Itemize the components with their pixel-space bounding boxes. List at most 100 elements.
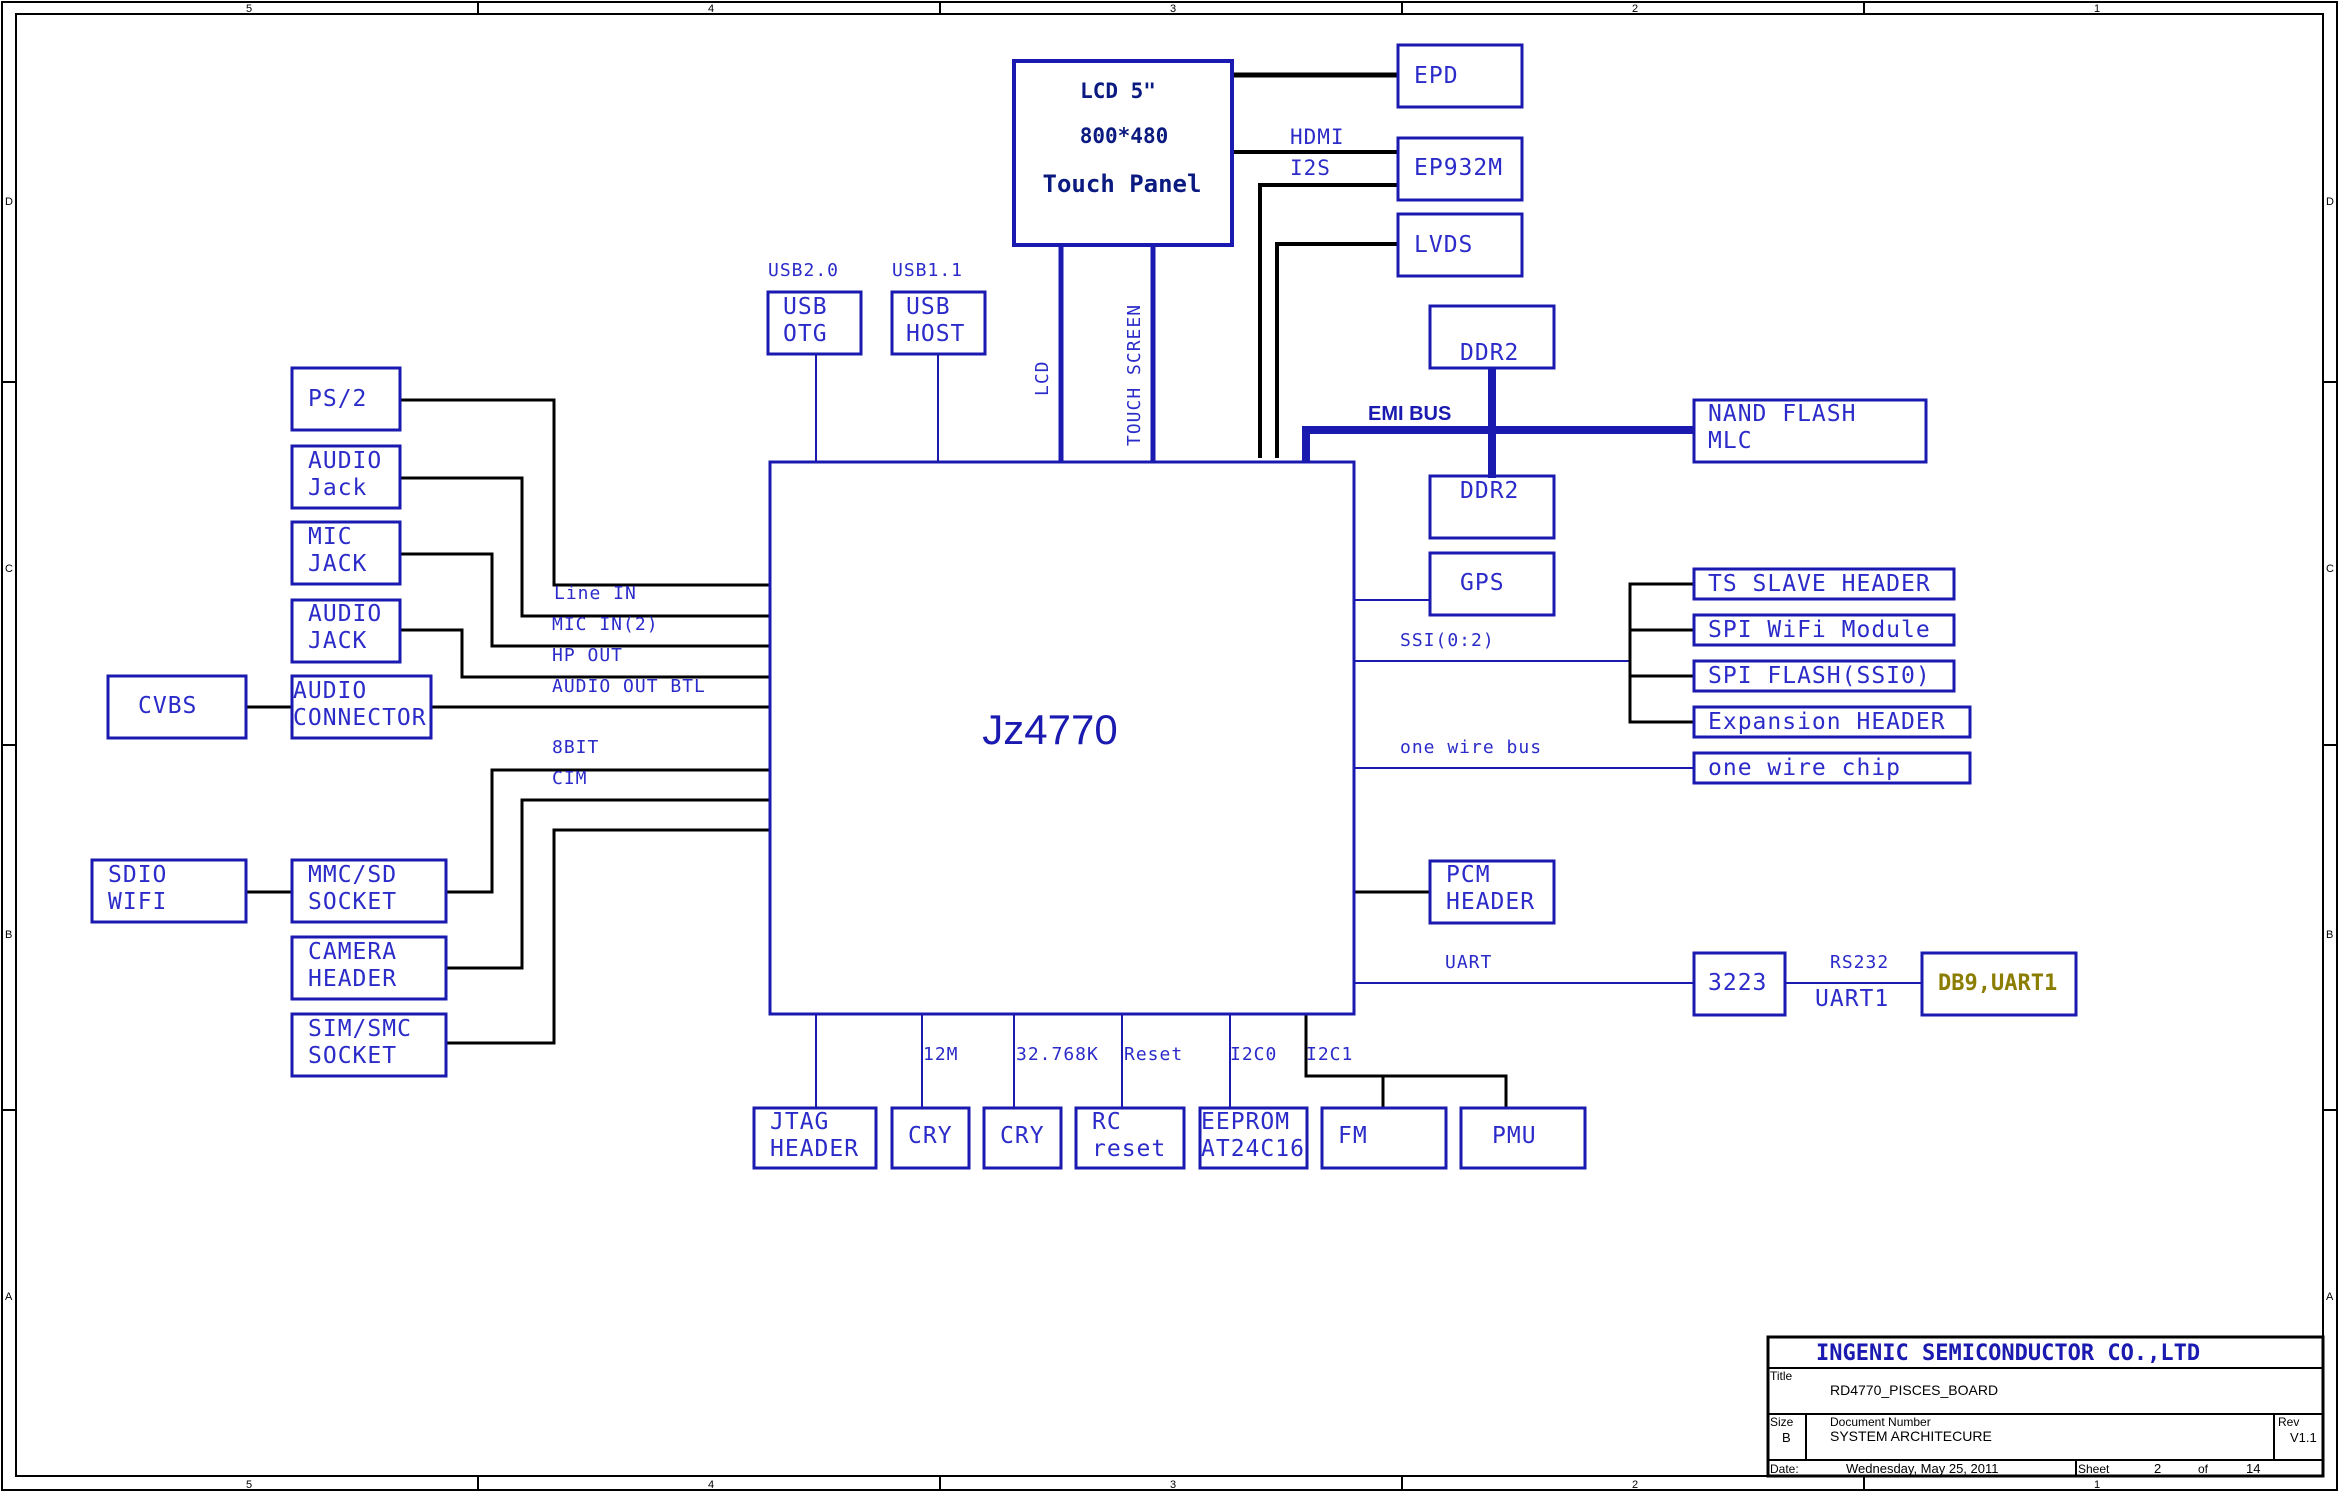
one-wire-chip-block (1692, 751, 1972, 785)
eeprom-line1: EEPROM (1201, 1109, 1290, 1135)
db9-label: DB9,UART1 (1938, 971, 2057, 996)
audio-jack-line1: AUDIO (308, 448, 382, 474)
wire-lvds (1275, 242, 1398, 458)
ssi-label: SSI(0:2) (1400, 630, 1495, 651)
ddr2-bottom-label: DDR2 (1460, 478, 1519, 504)
zone-left-a: A (5, 1291, 13, 1303)
zone-bottom-4: 4 (708, 1479, 714, 1491)
camera-header-block (290, 935, 448, 1001)
usb-host-type: USB1.1 (892, 260, 963, 281)
zone-bottom-2: 2 (1632, 1479, 1638, 1491)
ic3223-label: 3223 (1708, 970, 1767, 996)
mmc-line1: MMC/SD (308, 862, 397, 888)
pmu-block (1459, 1106, 1587, 1170)
ps2-label: PS/2 (308, 386, 367, 412)
expansion-header-block (1692, 705, 1972, 739)
wire-mic-jack (400, 552, 770, 648)
emi-bus-label: EMI BUS (1368, 403, 1451, 425)
hp-out-label: HP OUT (552, 645, 623, 666)
ep932m-label: EP932M (1414, 155, 1503, 181)
spi-wifi-label: SPI WiFi Module (1708, 617, 1931, 643)
epd-block (1396, 43, 1524, 109)
spi-flash-label: SPI FLASH(SSI0) (1708, 663, 1931, 689)
company-name: INGENIC SEMICONDUCTOR CO.,LTD (1816, 1341, 2200, 1366)
hdmi-label: HDMI (1290, 125, 1345, 149)
expansion-header-label: Expansion HEADER (1708, 709, 1946, 735)
ep932m-block (1396, 136, 1524, 202)
jtag-line2: HEADER (770, 1136, 859, 1162)
audio-jack-block (290, 444, 402, 510)
zone-bottom-1: 1 (2094, 1479, 2100, 1491)
cry-32k-block (982, 1106, 1063, 1170)
mic-jack-block (290, 520, 402, 586)
nand-flash-line2: MLC (1708, 428, 1753, 454)
wire-i2s (1258, 183, 1398, 458)
fm-label: FM (1338, 1123, 1368, 1149)
touch-screen-label: TOUCH SCREEN (1124, 304, 1145, 446)
db9-uart1-block (1920, 951, 2078, 1017)
of-label: of (2198, 1462, 2209, 1476)
jz4770-chip-block (768, 460, 1356, 1016)
zone-left-c: C (5, 563, 13, 575)
wire-audio-jack2 (400, 628, 770, 679)
cry-12m-block (890, 1106, 971, 1170)
sdio-wifi-block (90, 858, 248, 924)
ddr2-bottom-block (1428, 474, 1556, 540)
lcd-touch-panel-block (1012, 59, 1234, 247)
8bit-label: 8BIT (552, 737, 599, 758)
usb-host-block (890, 290, 987, 356)
sim-line1: SIM/SMC (308, 1016, 412, 1042)
mmc-sd-block (290, 858, 448, 924)
camera-line1: CAMERA (308, 939, 397, 965)
reset-label: Reset (1124, 1044, 1183, 1065)
audio-jack-line2: Jack (308, 475, 367, 501)
rc-line2: reset (1092, 1136, 1166, 1162)
sim-line2: SOCKET (308, 1043, 397, 1069)
audio-jack2-line1: AUDIO (308, 601, 382, 627)
rc-line1: RC (1092, 1109, 1122, 1135)
uart-label: UART (1445, 952, 1492, 973)
zone-top-2: 2 (1632, 3, 1638, 15)
lvds-block (1396, 212, 1524, 278)
spi-wifi-block (1692, 613, 1956, 647)
zone-right-d: D (2326, 196, 2334, 208)
usb-host-line2: HOST (906, 321, 965, 347)
ddr2-top-label: DDR2 (1460, 340, 1519, 366)
usb-otg-type: USB2.0 (768, 260, 839, 281)
gps-block (1428, 551, 1556, 617)
sdio-line1: SDIO (108, 862, 167, 888)
12m-label: 12M (923, 1044, 959, 1065)
wire-audio-jack (400, 476, 770, 618)
uart1-label: UART1 (1815, 986, 1889, 1012)
mic-jack-line2: JACK (308, 551, 367, 577)
rs232-label: RS232 (1830, 952, 1889, 973)
zone-bottom-3: 3 (1170, 1479, 1176, 1491)
camera-line2: HEADER (308, 966, 397, 992)
date-label: Date: (1770, 1462, 1799, 1476)
audio-jack2-block (290, 598, 402, 664)
mmc-line2: SOCKET (308, 889, 397, 915)
wire-ssi-trunk (1628, 582, 1694, 724)
sim-smc-block (290, 1012, 448, 1078)
docnum-label: Document Number (1830, 1415, 1931, 1429)
one-wire-chip-label: one wire chip (1708, 755, 1901, 781)
wire-ps2 (400, 398, 770, 587)
jtag-line1: JTAG (770, 1109, 829, 1135)
ic3223-block (1692, 951, 1787, 1017)
rev-label: Rev (2278, 1415, 2299, 1429)
mic-in-label: MIC IN(2) (552, 614, 659, 635)
cry-12m-label: CRY (908, 1123, 953, 1149)
audio-out-btl-label: AUDIO OUT BTL (552, 676, 706, 697)
audio-connector-line2: CONNECTOR (293, 705, 427, 731)
audio-connector-line1: AUDIO (293, 678, 367, 704)
lcd-touch-panel-label: Touch Panel (1043, 170, 1202, 198)
zone-top-4: 4 (708, 3, 714, 15)
usb-otg-line2: OTG (783, 321, 828, 347)
docnum-value: SYSTEM ARCHITECURE (1830, 1428, 1992, 1444)
zone-top-3: 3 (1170, 3, 1176, 15)
sheet-label: Sheet (2078, 1462, 2110, 1476)
date-value: Wednesday, May 25, 2011 (1846, 1461, 1998, 1476)
size-value: B (1782, 1430, 1791, 1445)
